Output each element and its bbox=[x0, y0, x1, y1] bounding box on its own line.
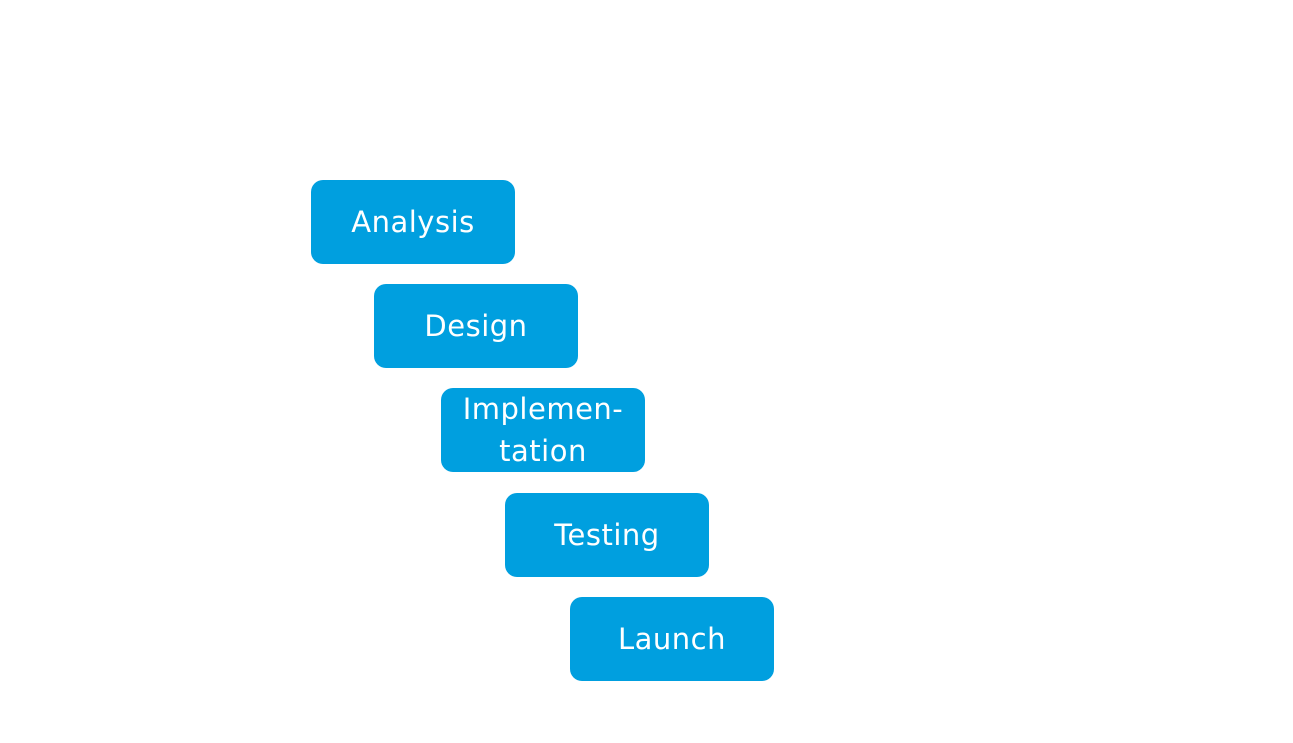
step-label: Analysis bbox=[351, 205, 475, 239]
step-launch: Launch bbox=[570, 597, 774, 681]
step-testing: Testing bbox=[505, 493, 709, 577]
step-label: Launch bbox=[617, 622, 726, 656]
step-label: Design bbox=[424, 309, 528, 343]
step-design: Design bbox=[374, 284, 578, 368]
step-label: Testing bbox=[554, 518, 660, 552]
step-analysis: Analysis bbox=[311, 180, 515, 264]
step-implementation: Implemen- tation bbox=[441, 388, 645, 472]
step-label: Implemen- tation bbox=[462, 392, 624, 468]
